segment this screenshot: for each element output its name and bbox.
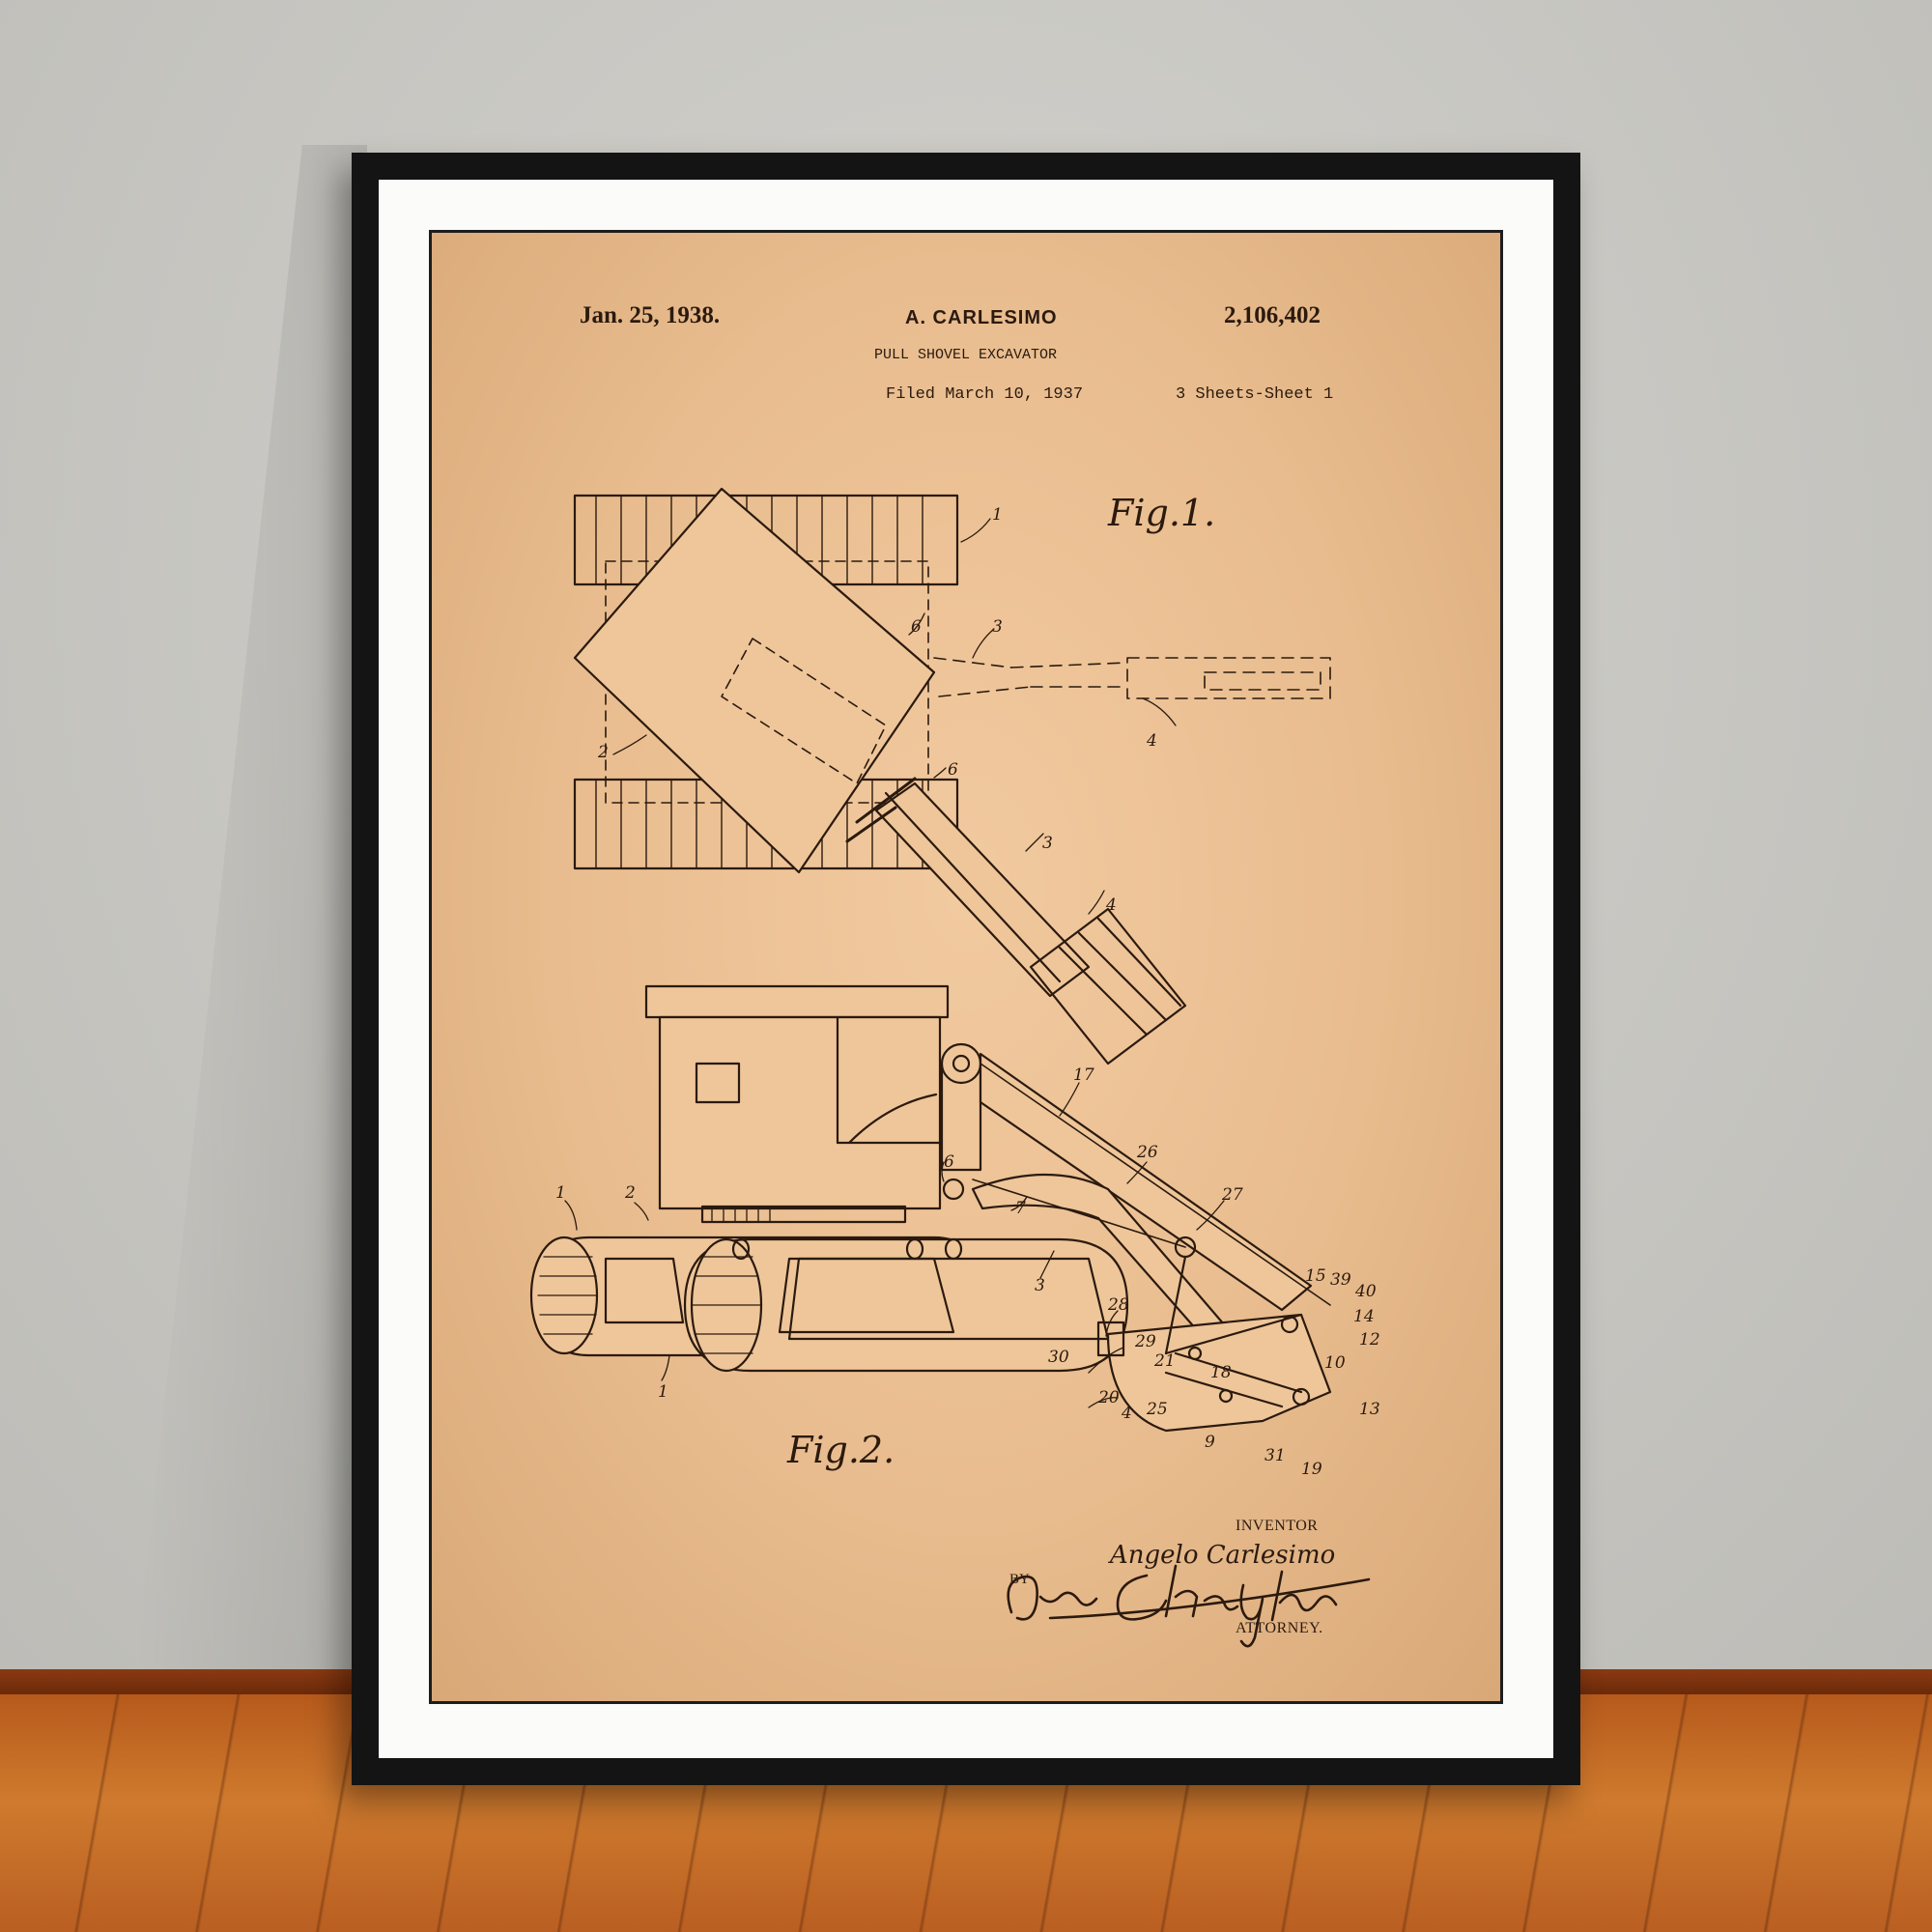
fig1-ref-3: 3 (992, 617, 1003, 637)
fig1-ref-6a: 6 (911, 617, 922, 637)
fig2-ref-28: 28 (1108, 1295, 1129, 1315)
fig2-ref-1a: 1 (555, 1183, 566, 1203)
fig2-ref-12: 12 (1359, 1330, 1380, 1350)
fig1-ref-4: 4 (1147, 731, 1157, 751)
by-label: BY (1009, 1572, 1030, 1587)
fig2-label: Fig.2. (787, 1429, 895, 1471)
fig2-drawing (529, 984, 1332, 1433)
fig2-ref-15: 15 (1305, 1266, 1326, 1286)
fig1-ref-1: 1 (992, 505, 1003, 525)
fig2-ref-3: 3 (1035, 1276, 1045, 1295)
fig1-label: Fig.1. (1108, 492, 1216, 534)
patent-sheets: 3 Sheets-Sheet 1 (1176, 385, 1334, 404)
inventor-name: Angelo Carlesimo (1110, 1541, 1336, 1570)
fig2-ref-10: 10 (1324, 1353, 1346, 1373)
fig2-ref-14: 14 (1353, 1307, 1375, 1326)
fig2-ref-39: 39 (1330, 1270, 1351, 1290)
fig2-ref-30: 30 (1048, 1348, 1069, 1367)
fig2-ref-40: 40 (1355, 1282, 1377, 1301)
inventor-caption: INVENTOR (1236, 1518, 1319, 1534)
fig1-ref-4b: 4 (1106, 895, 1117, 915)
patent-number: 2,106,402 (1224, 302, 1321, 328)
fig1-ref-2: 2 (598, 743, 609, 762)
patent-filed: Filed March 10, 1937 (886, 385, 1084, 404)
fig2-ref-7: 7 (1015, 1199, 1026, 1218)
fig2-ref-2: 2 (625, 1183, 636, 1203)
fig1-ref-6b: 6 (948, 760, 958, 780)
fig2-ref-25: 25 (1147, 1400, 1168, 1419)
fig2-ref-21: 21 (1154, 1351, 1176, 1371)
fig2-ref-9: 9 (1205, 1433, 1215, 1452)
fig2-ref-20: 20 (1098, 1388, 1120, 1407)
fig2-ref-13: 13 (1359, 1400, 1380, 1419)
patent-print: Jan. 25, 1938. A. CARLESIMO 2,106,402 PU… (429, 230, 1503, 1704)
patent-title: PULL SHOVEL EXCAVATOR (874, 347, 1058, 363)
fig2-ref-31: 31 (1264, 1446, 1286, 1465)
fig1-ref-3b: 3 (1042, 834, 1053, 853)
fig2-ref-29: 29 (1135, 1332, 1156, 1351)
fig2-ref-27: 27 (1222, 1185, 1243, 1205)
fig2-ref-17: 17 (1073, 1065, 1094, 1085)
fig1-drawing (573, 487, 1331, 1065)
patent-inventor-header: A. CARLESIMO (905, 307, 1058, 328)
fig2-ref-4: 4 (1122, 1404, 1132, 1423)
attorney-signature (1007, 1564, 1371, 1648)
fig2-ref-6: 6 (944, 1152, 954, 1172)
patent-drawing (529, 487, 1371, 1648)
attorney-caption: ATTORNEY. (1236, 1620, 1323, 1636)
patent-date: Jan. 25, 1938. (580, 302, 721, 328)
fig2-ref-26: 26 (1137, 1143, 1158, 1162)
fig2-ref-18: 18 (1210, 1363, 1232, 1382)
fig2-ref-1b: 1 (658, 1382, 668, 1402)
fig2-ref-19: 19 (1301, 1460, 1322, 1479)
